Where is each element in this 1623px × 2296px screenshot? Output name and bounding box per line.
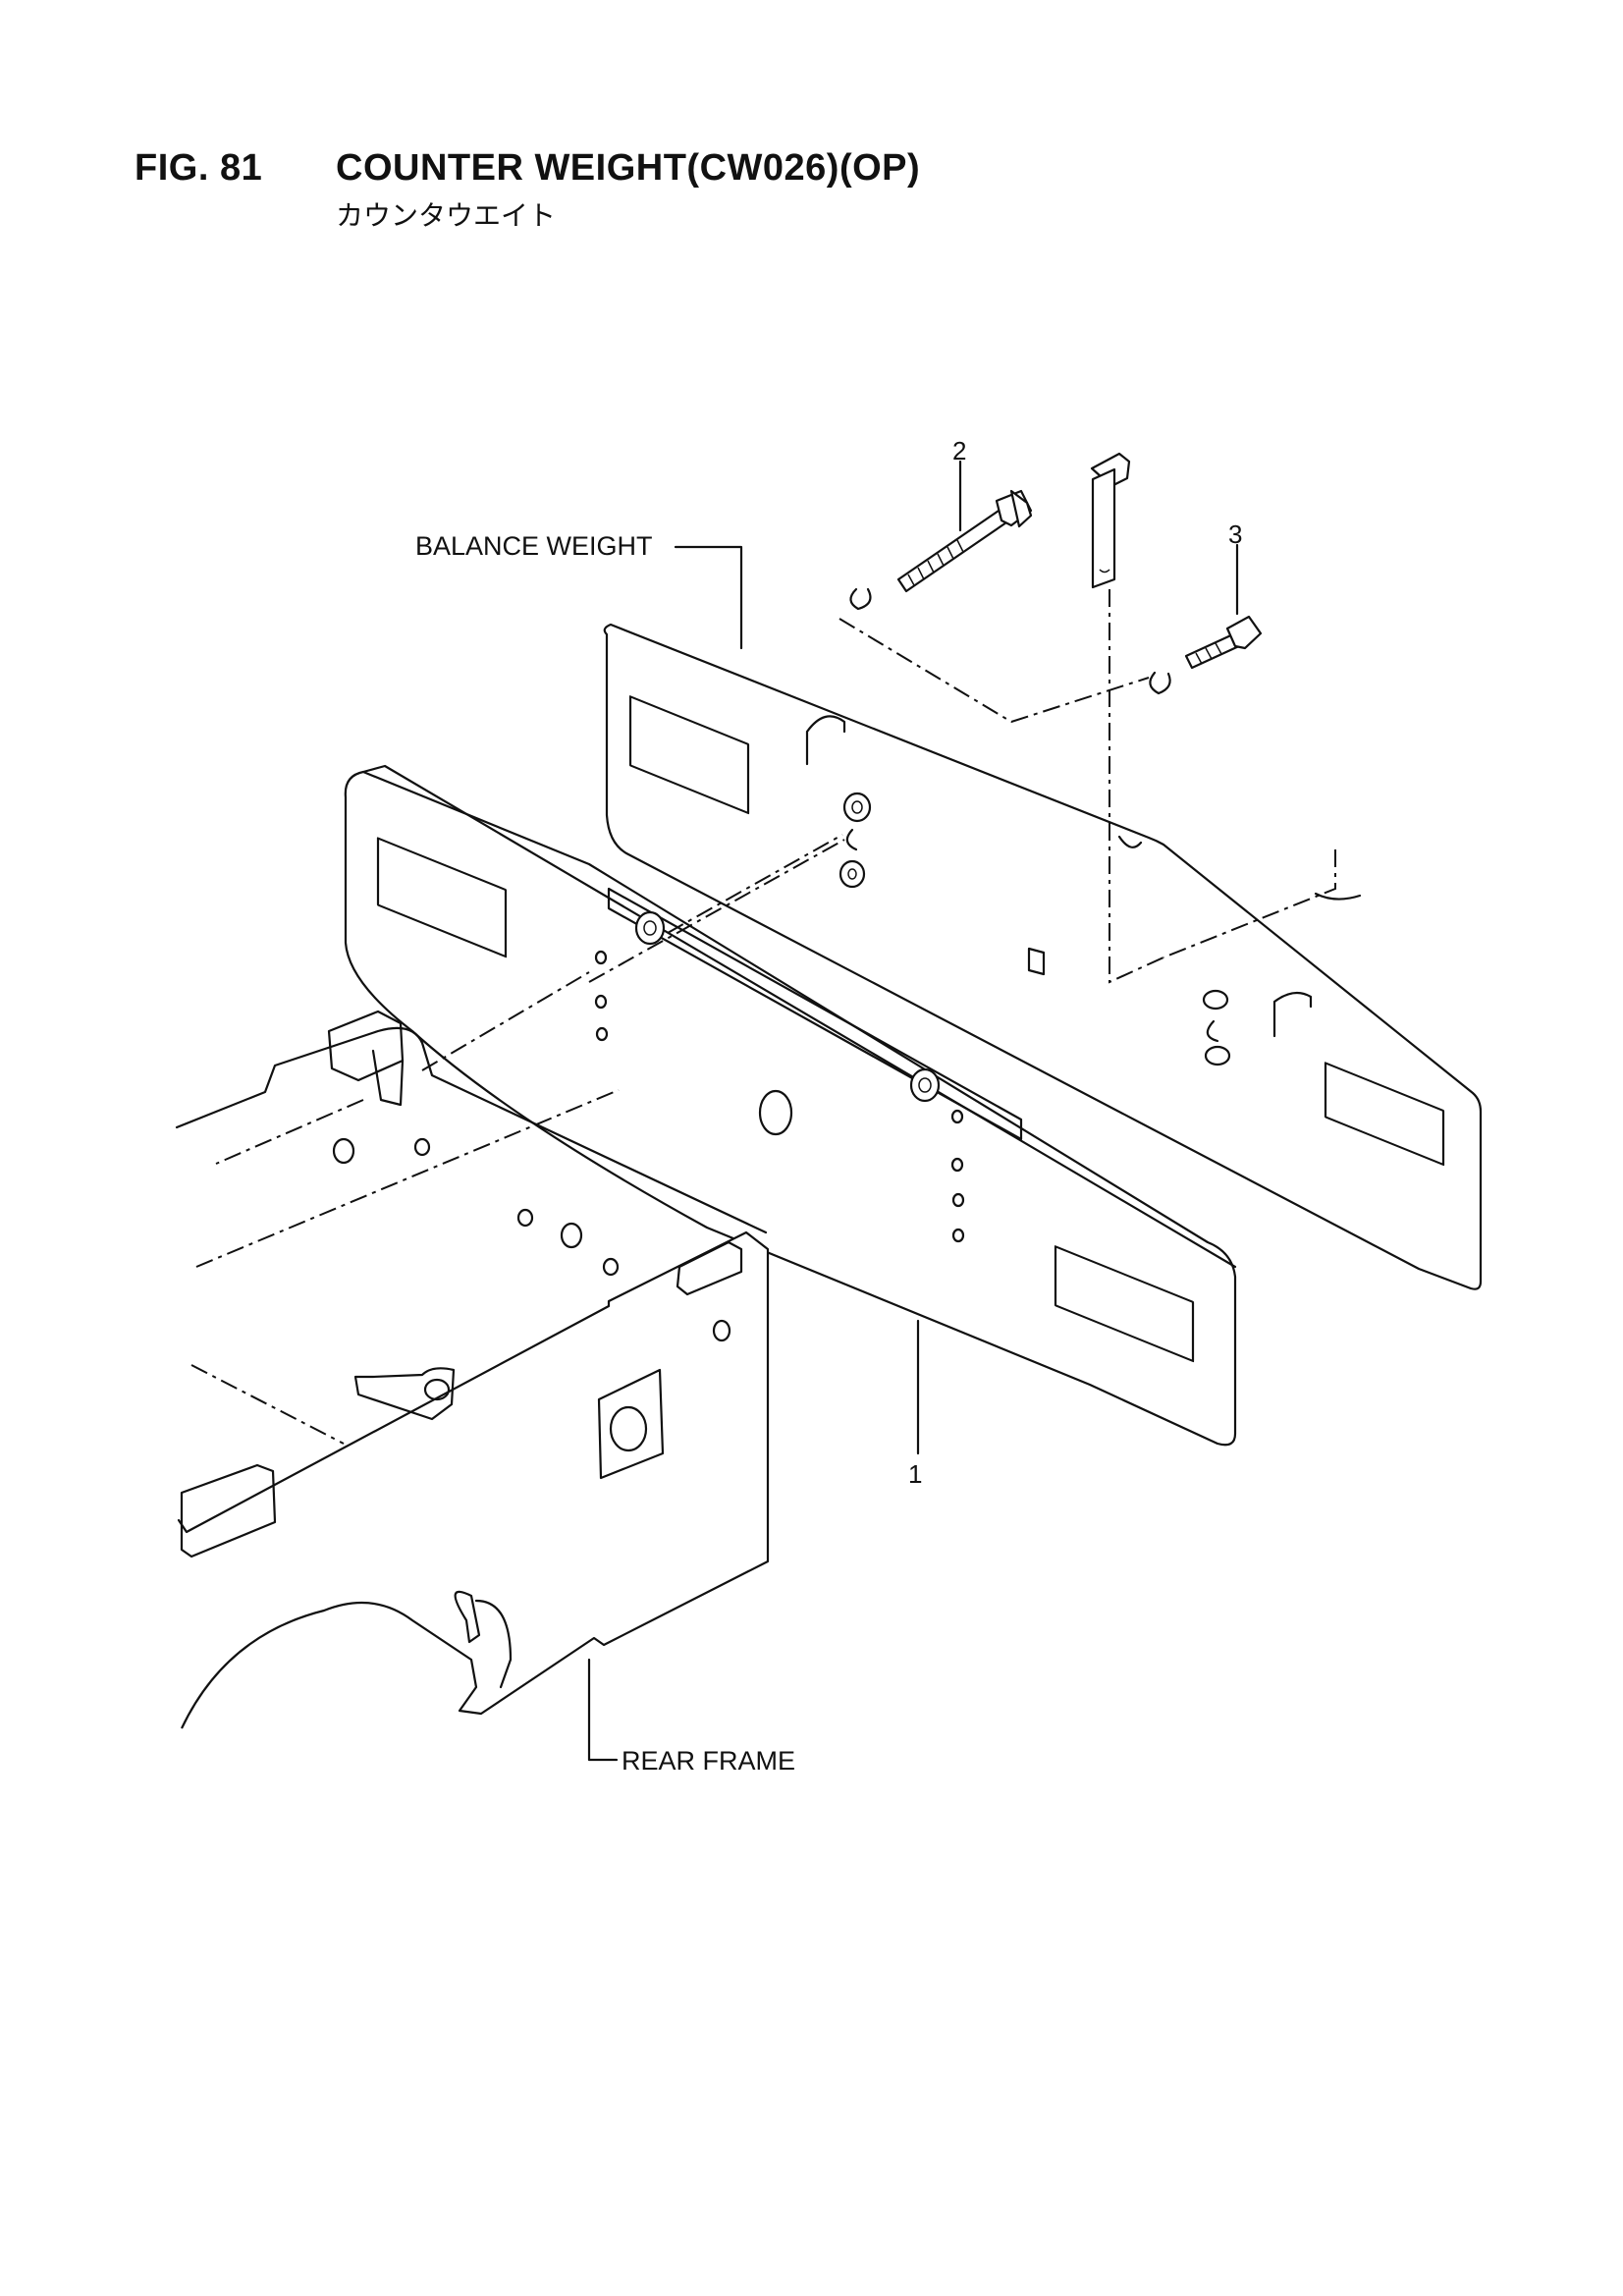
short-bolt: 3 <box>1184 519 1263 670</box>
part-2-callout: 2 <box>952 436 966 465</box>
counter-weight-plate <box>344 764 1237 1447</box>
figure-subtitle: カウンタウエイト <box>336 199 557 232</box>
balance-weight-label: BALANCE WEIGHT <box>415 531 653 561</box>
lifting-pin <box>1090 452 1131 589</box>
part-1-callout: 1 <box>908 1459 922 1489</box>
assembly-lines <box>190 589 1362 1445</box>
figure-number: FIG. 81 <box>135 147 263 189</box>
long-bolt: 2 <box>896 436 1033 593</box>
washer-2 <box>849 587 872 611</box>
washer-3 <box>1149 671 1171 695</box>
part-3-callout: 3 <box>1228 519 1242 549</box>
figure-title: COUNTER WEIGHT(CW026)(OP) <box>336 147 921 189</box>
balance-weight-plate <box>603 623 1483 1290</box>
balance-weight-leader: BALANCE WEIGHT <box>415 531 743 650</box>
washer-stack <box>839 792 872 889</box>
part-1-leader: 1 <box>908 1319 922 1489</box>
rear-frame <box>175 1010 770 1729</box>
rear-frame-leader: REAR FRAME <box>587 1658 795 1776</box>
rear-frame-label: REAR FRAME <box>622 1746 795 1776</box>
